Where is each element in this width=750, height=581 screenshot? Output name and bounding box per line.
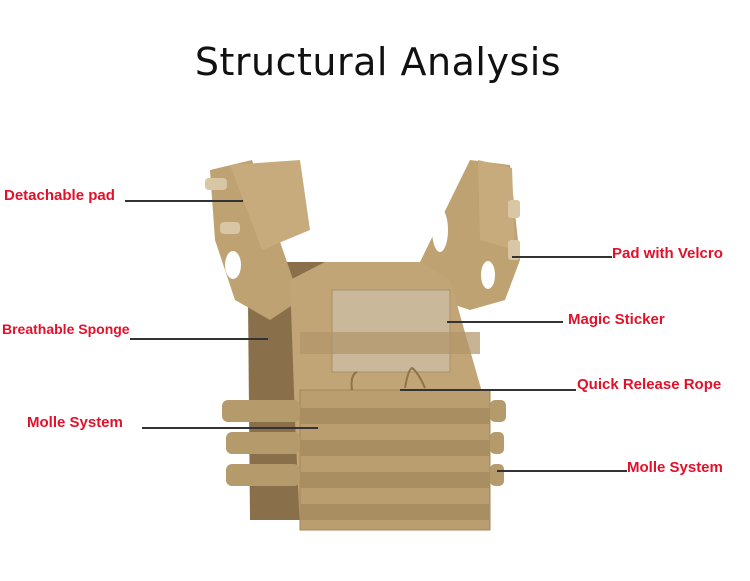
side-molle-straps <box>222 400 506 486</box>
label-molle-system-right: Molle System <box>627 459 723 476</box>
webbing-strip <box>300 332 480 354</box>
strap-cutout <box>225 251 241 279</box>
label-quick-release-rope: Quick Release Rope <box>577 376 722 393</box>
strap-loop <box>205 178 227 190</box>
leader-line <box>400 389 576 391</box>
molle-rows <box>300 408 490 520</box>
quick-release-rope <box>350 366 426 391</box>
page-title: Structural Analysis <box>194 40 562 84</box>
label-detachable-pad: Detachable pad <box>4 187 115 204</box>
leader-line <box>447 321 563 323</box>
leader-line <box>142 427 318 429</box>
velcro-tab <box>508 200 520 218</box>
magic-sticker-panel <box>331 289 451 373</box>
label-breathable-sponge: Breathable Sponge <box>2 321 130 337</box>
leader-line <box>130 338 268 340</box>
label-pad-with-velcro: Pad with Velcro <box>612 245 723 262</box>
label-molle-system-left: Molle System <box>27 414 123 431</box>
detachable-pad-shape <box>230 160 310 250</box>
right-pad-shape <box>478 160 515 250</box>
velcro-tab <box>508 240 520 260</box>
label-magic-sticker: Magic Sticker <box>568 311 665 328</box>
leader-line <box>125 200 243 202</box>
strap-cutout <box>432 208 448 252</box>
leader-line <box>512 256 612 258</box>
strap-loop <box>220 222 240 234</box>
leader-line <box>497 470 627 472</box>
strap-cutout <box>481 261 495 289</box>
